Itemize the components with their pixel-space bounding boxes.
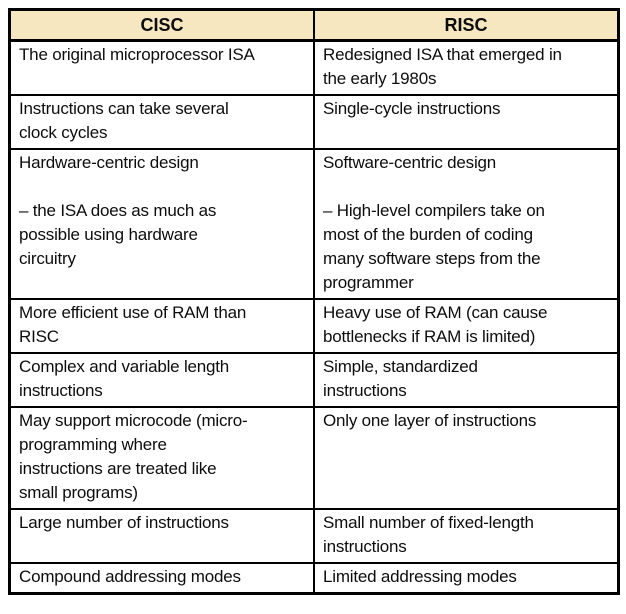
cisc-cell: The original microprocessor ISA [8, 39, 315, 96]
cisc-cell: More efficient use of RAM than RISC [8, 298, 315, 354]
cisc-cell: May support microcode (micro- programmin… [8, 406, 315, 510]
table-row: The original microprocessor ISA Redesign… [8, 39, 620, 96]
cisc-cell: Large number of instructions [8, 508, 315, 564]
table-row: May support microcode (micro- programmin… [8, 406, 620, 510]
column-header-cisc: CISC [8, 8, 315, 42]
header-row: CISC RISC [8, 8, 620, 42]
table-row: Large number of instructions Small numbe… [8, 508, 620, 564]
cisc-cell: Hardware-centric design – the ISA does a… [8, 148, 315, 300]
risc-cell: Single-cycle instructions [313, 94, 620, 150]
cisc-cell: Compound addressing modes [8, 562, 315, 595]
risc-cell: Simple, standardized instructions [313, 352, 620, 408]
table-row: More efficient use of RAM than RISC Heav… [8, 298, 620, 354]
risc-cell: Redesigned ISA that emerged in the early… [313, 39, 620, 96]
table-row: Instructions can take several clock cycl… [8, 94, 620, 150]
cisc-cell: Instructions can take several clock cycl… [8, 94, 315, 150]
risc-cell: Limited addressing modes [313, 562, 620, 595]
table-row: Hardware-centric design – the ISA does a… [8, 148, 620, 300]
table-row: Compound addressing modes Limited addres… [8, 562, 620, 595]
risc-cell: Software-centric design – High-level com… [313, 148, 620, 300]
cisc-risc-comparison-table: CISC RISC The original microprocessor IS… [8, 8, 620, 595]
column-header-risc: RISC [313, 8, 620, 42]
risc-cell: Heavy use of RAM (can cause bottlenecks … [313, 298, 620, 354]
cisc-cell: Complex and variable length instructions [8, 352, 315, 408]
table-row: Complex and variable length instructions… [8, 352, 620, 408]
risc-cell: Small number of fixed-length instruction… [313, 508, 620, 564]
risc-cell: Only one layer of instructions [313, 406, 620, 510]
